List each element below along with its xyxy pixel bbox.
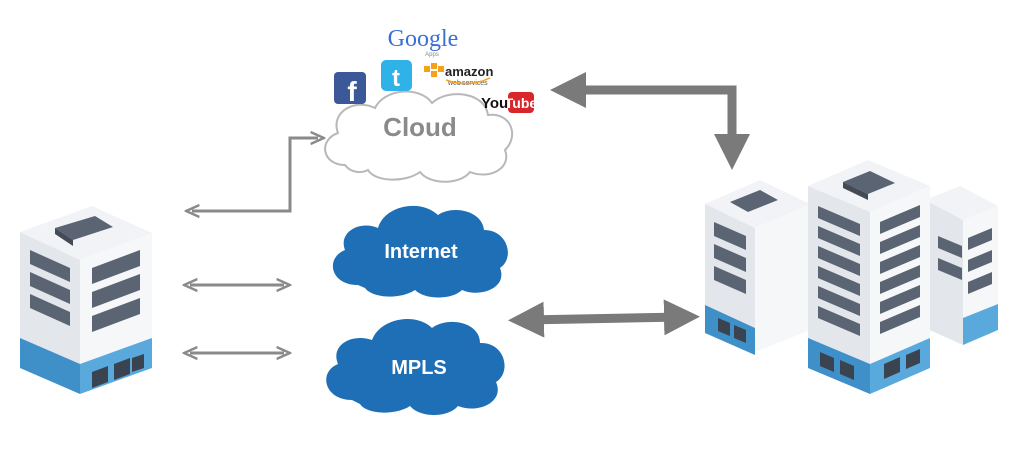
amazon-wordmark: amazon — [445, 64, 493, 79]
twitter-glyph: t — [392, 65, 400, 92]
amazon-web-services-logo: amazon web services — [424, 63, 493, 87]
hq-office-complex-icon — [705, 160, 998, 394]
facebook-glyph: f — [347, 76, 357, 107]
facebook-icon: f — [334, 72, 366, 107]
hq-building-right — [925, 186, 998, 345]
branch-building-icon — [20, 206, 152, 394]
connection-arrows — [190, 72, 750, 353]
youtube-you-text: You — [481, 95, 508, 112]
amazon-services-text: services — [462, 80, 488, 87]
cloud-hq-arrow — [550, 72, 750, 170]
youtube-tube-text: Tube — [505, 95, 538, 111]
amazon-web-text: web — [447, 80, 461, 87]
branch-cloud-arrow — [192, 138, 318, 211]
twitter-icon: t — [381, 60, 412, 92]
internet-cloud-shape — [332, 205, 508, 298]
cloud-node: Cloud — [324, 90, 514, 183]
mpls-cloud-shape — [326, 318, 505, 415]
youtube-logo: You Tube — [481, 92, 537, 113]
mpls-hq-arrow — [508, 299, 700, 338]
service-logos: Google Apps f t amazon web services You — [334, 26, 537, 113]
hq-building-tower — [808, 160, 930, 394]
cloud-shape — [324, 90, 514, 183]
google-apps-text: Apps — [425, 52, 439, 58]
google-wordmark: Google — [388, 26, 459, 52]
cloud-label: Cloud — [383, 112, 457, 142]
google-logo: Google Apps — [388, 26, 459, 58]
hq-building-left — [705, 180, 810, 355]
mpls-node: MPLS — [326, 318, 505, 415]
internet-label: Internet — [384, 241, 458, 263]
internet-node: Internet — [332, 205, 508, 298]
mpls-label: MPLS — [391, 357, 447, 379]
